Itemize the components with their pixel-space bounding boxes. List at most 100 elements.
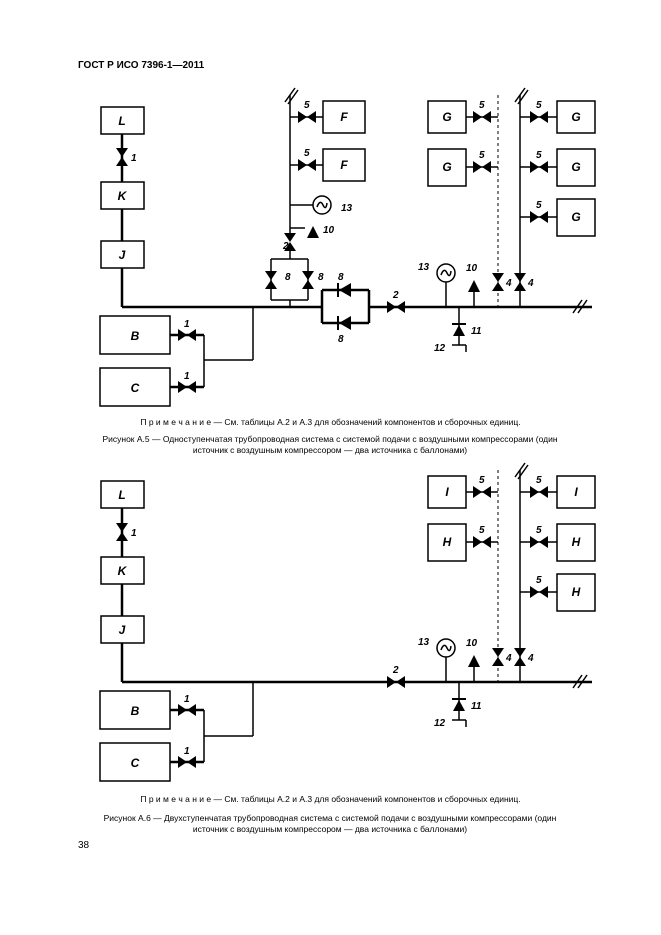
label-n5: 5 [536,525,542,536]
label-n1: 1 [184,319,190,330]
valve-icon [451,698,467,712]
figure-a6-caption-line2: источник с воздушным компрессором — два … [192,824,468,834]
label-n1: 1 [184,746,190,757]
label-L: L [118,488,125,502]
label-n11: 11 [471,326,482,337]
component-box-B [99,315,171,355]
relief-valve-icon [468,655,480,667]
label-H: H [572,585,581,599]
component-box-C [99,742,171,782]
figure-a5-caption-line2: источник с воздушным компрессором — два … [192,445,468,455]
label-G: G [571,210,580,224]
component-box-J [100,240,145,269]
label-G: G [442,110,451,124]
label-B: B [131,704,140,718]
figure-a5-note: П р и м е ч а н и е — См. таблицы А.2 и … [140,417,521,427]
label-n10: 10 [466,263,478,274]
valve-icon [530,486,548,498]
figure-a6-caption: Рисунок А.6 — Двухступенчатая трубопрово… [70,813,590,835]
label-n5: 5 [536,475,542,486]
valve-icon [473,536,491,548]
valve-icon [530,111,548,123]
label-n5: 5 [304,100,310,111]
label-H: H [572,535,581,549]
valve-icon [451,323,467,337]
relief-valve-icon [468,280,480,292]
label-G: G [571,110,580,124]
label-n13: 13 [418,637,430,648]
page-number: 38 [78,840,90,851]
document-header: ГОСТ Р ИСО 7396-1—2011 [78,60,205,71]
valve-icon [530,586,548,598]
valve-icon [337,282,352,298]
component-box-G [556,100,596,134]
valve-icon [265,271,277,289]
label-K: K [118,564,128,578]
valve-icon [387,676,405,688]
label-n5: 5 [536,100,542,111]
label-n2: 2 [392,665,399,676]
label-n4: 4 [505,278,512,289]
label-I: I [574,485,578,499]
component-box-F [322,100,366,134]
label-n8: 8 [338,272,344,283]
component-box-G [427,100,467,134]
valve-icon [473,161,491,173]
component-box-B [99,690,171,730]
label-n5: 5 [304,148,310,159]
label-K: K [118,189,128,203]
label-L: L [118,114,125,128]
label-n8: 8 [318,272,324,283]
figure-a6-note: П р и м е ч а н и е — См. таблицы А.2 и … [140,794,521,804]
label-C: C [131,756,140,770]
component-box-H [427,523,467,562]
label-I: I [445,485,449,499]
label-G: G [571,160,580,174]
component-box-I [427,475,467,509]
label-n1: 1 [184,694,190,705]
valve-icon [178,381,196,393]
label-C: C [131,381,140,395]
label-n5: 5 [479,150,485,161]
label-H: H [443,535,452,549]
label-J: J [119,248,126,262]
component-box-C [99,367,171,407]
label-G: G [442,160,451,174]
figure-a5-caption-line1: Рисунок А.5 — Одноступенчатая трубопрово… [102,434,558,444]
label-n5: 5 [479,525,485,536]
valve-icon [473,486,491,498]
valve-icon [530,536,548,548]
label-J: J [119,623,126,637]
label-n13: 13 [418,262,430,273]
label-n8: 8 [285,272,291,283]
valve-icon [116,523,128,541]
label-n1: 1 [184,371,190,382]
label-n10: 10 [323,225,335,236]
component-box-H [556,523,596,562]
label-n5: 5 [536,575,542,586]
label-B: B [131,329,140,343]
label-n5: 5 [479,475,485,486]
valve-icon [178,329,196,341]
label-n5: 5 [536,150,542,161]
label-F: F [340,158,348,172]
label-n5: 5 [479,100,485,111]
valve-icon [514,273,526,291]
valve-icon [298,111,316,123]
label-n2: 2 [392,290,399,301]
gauge-icon [312,195,332,215]
gauge-icon [436,263,456,283]
valve-icon [492,648,504,666]
component-box-K [100,181,145,210]
valve-icon [492,273,504,291]
label-n5: 5 [536,200,542,211]
figure-a5-caption: Рисунок А.5 — Одноступенчатая трубопрово… [70,434,590,456]
valve-icon [530,161,548,173]
valve-icon [298,159,316,171]
label-n13: 13 [341,203,353,214]
label-n11: 11 [471,701,482,712]
valve-icon [514,648,526,666]
label-n12: 12 [434,343,446,354]
valve-icon [473,111,491,123]
